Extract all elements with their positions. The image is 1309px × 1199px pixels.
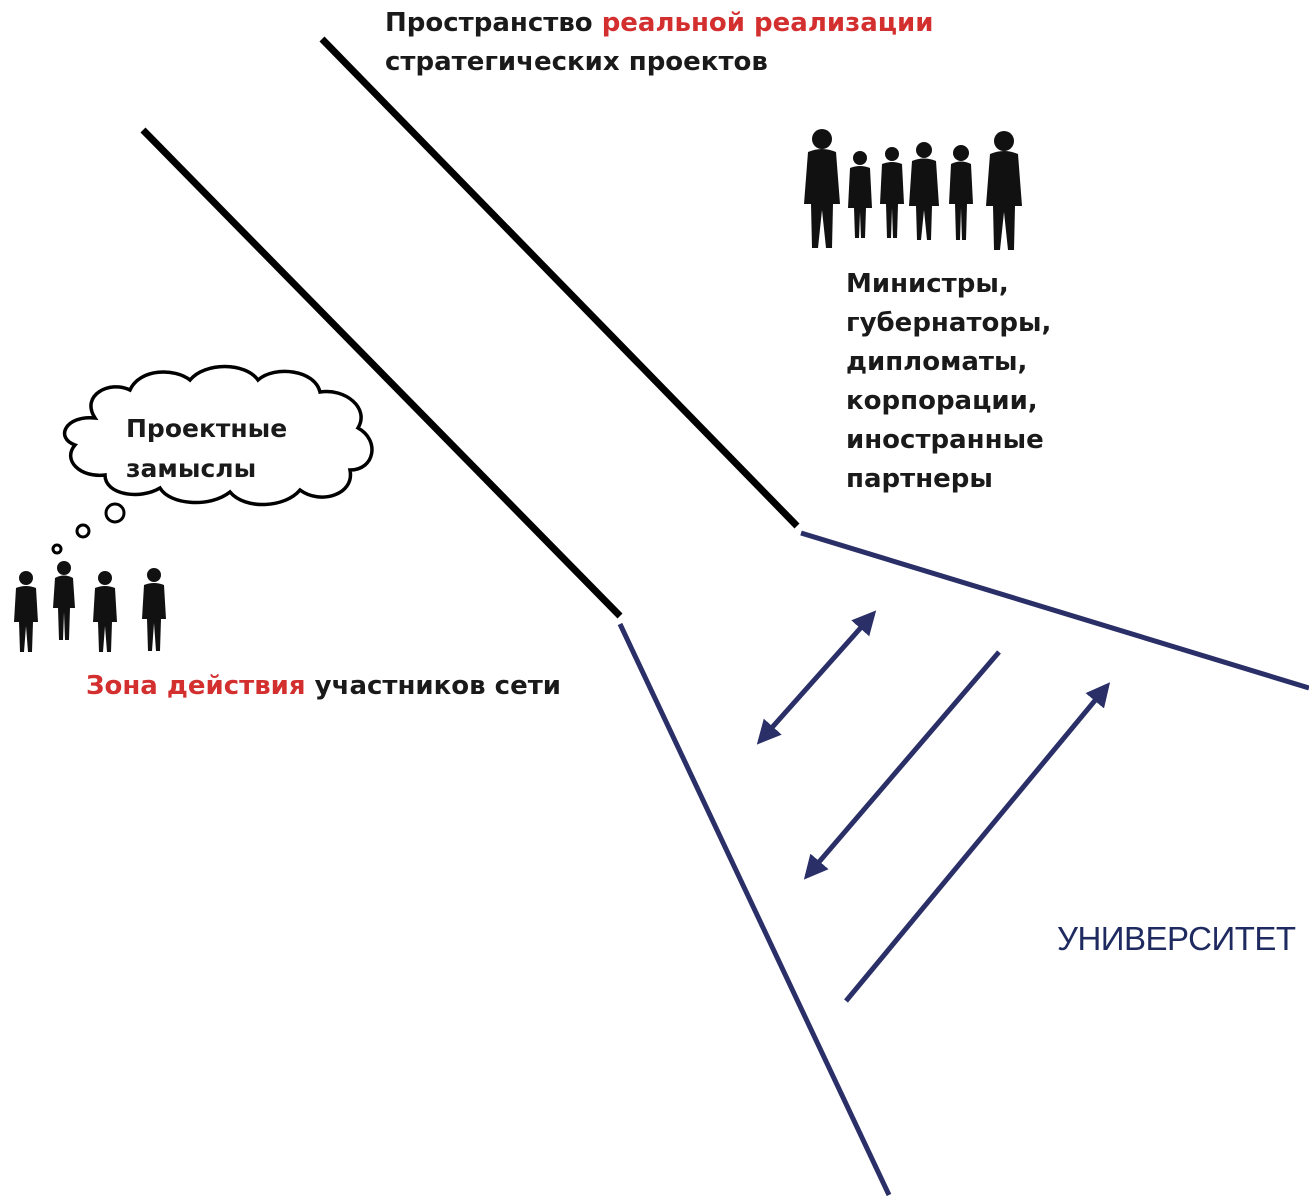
thought-bubble-icon (51, 364, 374, 555)
zone-accent: Зона действия (86, 671, 306, 701)
title-block: Пространство реальной реализации стратег… (385, 4, 933, 82)
right-navy-line (800, 530, 1309, 691)
people-small-group-icon (14, 561, 166, 652)
title-part1: Пространство (385, 8, 602, 38)
leaders-line: корпорации, (846, 386, 1038, 416)
leaders-line: дипломаты, (846, 347, 1028, 377)
double-arrow (756, 610, 877, 745)
title-line-2: стратегических проектов (385, 47, 768, 77)
left-black-line (140, 127, 623, 619)
zone-label: Зона действия участников сети (86, 667, 561, 706)
title-line-1: Пространство реальной реализации (385, 4, 933, 43)
leaders-line: губернаторы, (846, 308, 1052, 338)
down-arrow (803, 650, 1001, 880)
leaders-line: Министры, (846, 269, 1009, 299)
leaders-line: партнеры (846, 464, 993, 494)
left-navy-line (617, 622, 892, 1197)
zone-rest: участников сети (305, 671, 561, 701)
bubble-line: замыслы (126, 454, 257, 483)
leaders-label: Министры, губернаторы, дипломаты, корпор… (846, 265, 1051, 499)
right-black-line (319, 36, 800, 529)
leaders-line: иностранные (846, 425, 1044, 455)
up-arrow (844, 682, 1111, 1003)
people-group-icon (804, 129, 1022, 250)
thought-bubble-text: Проектные замыслы (126, 409, 287, 489)
bubble-line: Проектные (126, 414, 288, 443)
university-label: УНИВЕРСИТЕТ (1057, 920, 1296, 957)
title-accent: реальной реализации (601, 8, 934, 38)
